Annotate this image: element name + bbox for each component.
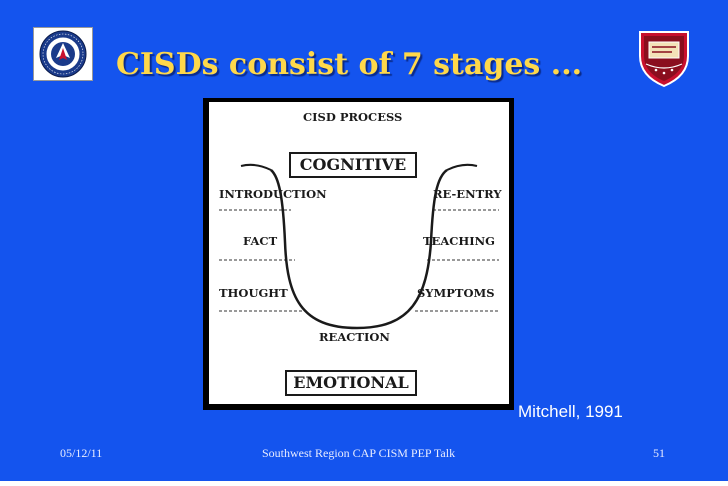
slide-title: CISDs consist of 7 stages ... <box>116 47 583 82</box>
footer-page-number: 51 <box>653 446 665 460</box>
cisd-diagram: CISD PROCESS COGNITIVE INTRODUCTION FACT… <box>203 98 514 410</box>
cisd-diagram-canvas: CISD PROCESS COGNITIVE INTRODUCTION FACT… <box>209 102 509 404</box>
stage-re-entry: RE-ENTRY <box>433 187 502 201</box>
stage-introduction: INTRODUCTION <box>219 187 327 201</box>
citation: Mitchell, 1991 <box>518 402 623 421</box>
footer-date: 05/12/11 <box>60 446 103 460</box>
stage-symptoms: SYMPTOMS <box>417 286 495 300</box>
civil-air-patrol-logo-icon <box>33 27 93 81</box>
stage-teaching: TEACHING <box>423 234 495 248</box>
school-crest-logo-icon <box>636 26 692 88</box>
emotional-box: EMOTIONAL <box>285 370 417 396</box>
u-curve <box>270 168 448 330</box>
footer-title: Southwest Region CAP CISM PEP Talk <box>262 446 456 460</box>
stage-fact: FACT <box>243 234 278 248</box>
diagram-heading: CISD PROCESS <box>303 110 403 124</box>
cisd-diagram-lines <box>219 163 499 330</box>
stage-thought: THOUGHT <box>219 286 288 300</box>
cognitive-box: COGNITIVE <box>289 152 417 178</box>
stage-reaction: REACTION <box>319 330 390 344</box>
